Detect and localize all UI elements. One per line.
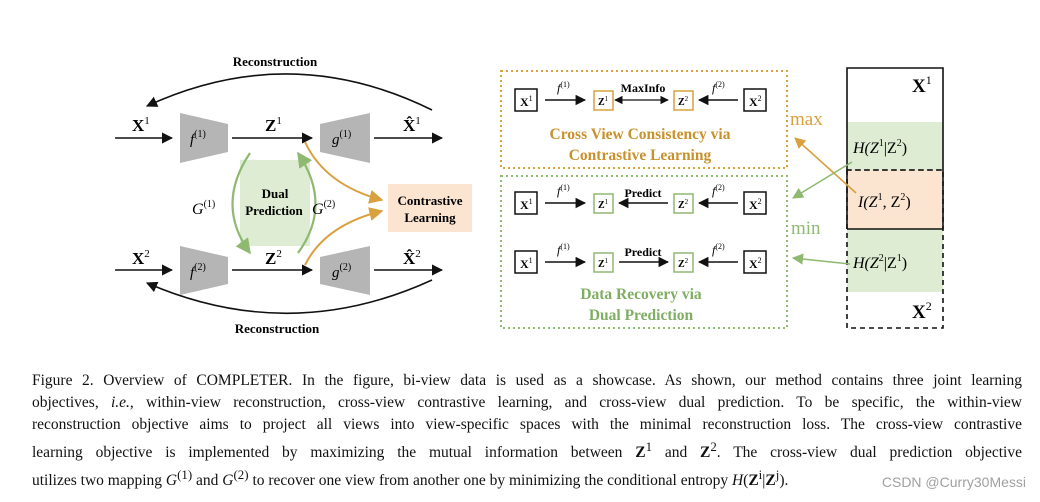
svg-text:Z1: Z1	[598, 257, 609, 270]
min-connector-arrow-1	[792, 161, 853, 199]
reconstruction-arc-top	[145, 73, 433, 111]
svg-text:Z1: Z1	[598, 198, 609, 211]
entropy-diagram: X1 X2 H(Z1|Z2) I(Z1, Z2) H(Z2|Z1)	[791, 67, 944, 329]
svg-text:Z2: Z2	[678, 95, 689, 108]
xhat1-symbol: X̂1	[403, 115, 421, 135]
h-z1-given-z2: H(Z1|Z2)	[852, 138, 907, 157]
svg-text:f(2): f(2)	[712, 242, 725, 257]
svg-text:Z2: Z2	[678, 257, 689, 270]
z2-symbol: Z2	[265, 248, 282, 268]
h-top-region	[847, 122, 943, 170]
venn-x1: X1	[912, 73, 932, 97]
reconstruction-arc-bottom	[145, 279, 433, 315]
figure-caption: Figure 2. Overview of COMPLETER. In the …	[32, 370, 1022, 492]
predict-label-1: Predict	[624, 186, 661, 200]
left-diagram: Reconstruction Reconstruction X1 f(1) Z1…	[115, 54, 472, 336]
caption-line-1: Figure 2. Overview of COMPLETER. In the …	[32, 372, 1022, 389]
caption-line-5: utilizes two mapping G(1) and G(2) to re…	[32, 467, 789, 490]
dual-prediction-box	[240, 160, 310, 246]
reconstruction-label-top: Reconstruction	[233, 54, 318, 69]
reconstruction-label-bottom: Reconstruction	[235, 321, 320, 336]
encoder-f1-label: f(1)	[190, 129, 206, 148]
svg-text:f(2): f(2)	[712, 183, 725, 198]
middle-diagram: X1 f(1) Z1 MaxInfo Z2 f(2) X2 Cross View…	[500, 70, 823, 329]
row-predict-2: X1 f(1) Z1 Predict Z2 f(2) X2	[514, 242, 767, 274]
contrastive-learning-box	[388, 184, 472, 232]
svg-text:Z1: Z1	[598, 95, 609, 108]
min-connector-arrow-2	[791, 253, 851, 265]
svg-text:X2: X2	[749, 94, 762, 109]
maxinfo-label: MaxInfo	[621, 81, 666, 95]
caption-line-4: learning objective is implemented by max…	[32, 439, 1022, 462]
contrastive-label-1: Contrastive	[398, 193, 463, 208]
encoder-f2-shape	[180, 246, 228, 295]
svg-text:f(1): f(1)	[557, 242, 570, 257]
encoder-f2-label: f(2)	[190, 262, 206, 281]
x2-symbol: X2	[132, 248, 150, 268]
max-label: max	[790, 109, 823, 130]
decoder-g1-label: g(1)	[332, 129, 351, 148]
contrastive-label-2: Learning	[404, 210, 456, 225]
svg-text:X2: X2	[749, 197, 762, 212]
svg-text:X1: X1	[520, 94, 533, 109]
data-recovery-title-2: Dual Prediction	[589, 307, 694, 324]
z1-symbol: Z1	[265, 115, 282, 135]
csdn-watermark: CSDN @Curry30Messi	[881, 474, 1026, 490]
encoder-f1-shape	[180, 113, 228, 163]
max-connector-arrow	[794, 137, 857, 194]
h-bottom-region	[847, 229, 943, 292]
svg-text:X2: X2	[749, 256, 762, 271]
x1-symbol: X1	[132, 115, 150, 135]
dual-arrow-right	[297, 151, 317, 254]
decoder-g2-shape	[320, 246, 370, 295]
mutual-info-region	[847, 170, 943, 229]
decoder-g1-shape	[320, 113, 370, 163]
svg-text:f(2): f(2)	[712, 80, 725, 95]
min-label: min	[791, 218, 821, 239]
G1-label: G(1)	[192, 199, 215, 218]
svg-text:X1: X1	[520, 197, 533, 212]
i-z1-z2: I(Z1, Z2)	[857, 192, 911, 211]
data-recovery-box	[500, 175, 788, 329]
h-z2-given-z1: H(Z2|Z1)	[852, 253, 907, 272]
caption-line-3: reconstruction objective aims to project…	[32, 416, 1022, 433]
arrow-z1-contrastive	[304, 141, 384, 204]
row-maxinfo: X1 f(1) Z1 MaxInfo Z2 f(2) X2	[514, 80, 767, 112]
svg-text:Z2: Z2	[678, 198, 689, 211]
xhat2-symbol: X̂2	[403, 248, 421, 268]
dual-prediction-label-2: Prediction	[245, 203, 303, 218]
decoder-g2-label: g(2)	[332, 262, 351, 281]
svg-text:X1: X1	[520, 256, 533, 271]
view1-outline	[846, 67, 944, 229]
dual-arrow-left	[231, 152, 251, 255]
completer-overview-figure: Reconstruction Reconstruction X1 f(1) Z1…	[115, 54, 944, 336]
venn-x2: X2	[912, 299, 932, 323]
predict-label-2: Predict	[624, 245, 661, 259]
data-recovery-title-1: Data Recovery via	[580, 286, 702, 303]
G2-label: G(2)	[312, 199, 335, 218]
svg-text:f(1): f(1)	[557, 80, 570, 95]
dual-prediction-label-1: Dual	[262, 186, 289, 201]
caption-line-2: objectives, i.e., within-view reconstruc…	[32, 394, 1023, 411]
row-predict-1: X1 f(1) Z1 Predict Z2 f(2) X2	[514, 183, 767, 215]
cross-view-box	[500, 70, 788, 169]
arrow-z2-contrastive	[304, 207, 384, 266]
svg-text:f(1): f(1)	[557, 183, 570, 198]
cross-view-title-1: Cross View Consistency via	[550, 126, 731, 143]
cross-view-title-2: Contrastive Learning	[569, 147, 712, 164]
